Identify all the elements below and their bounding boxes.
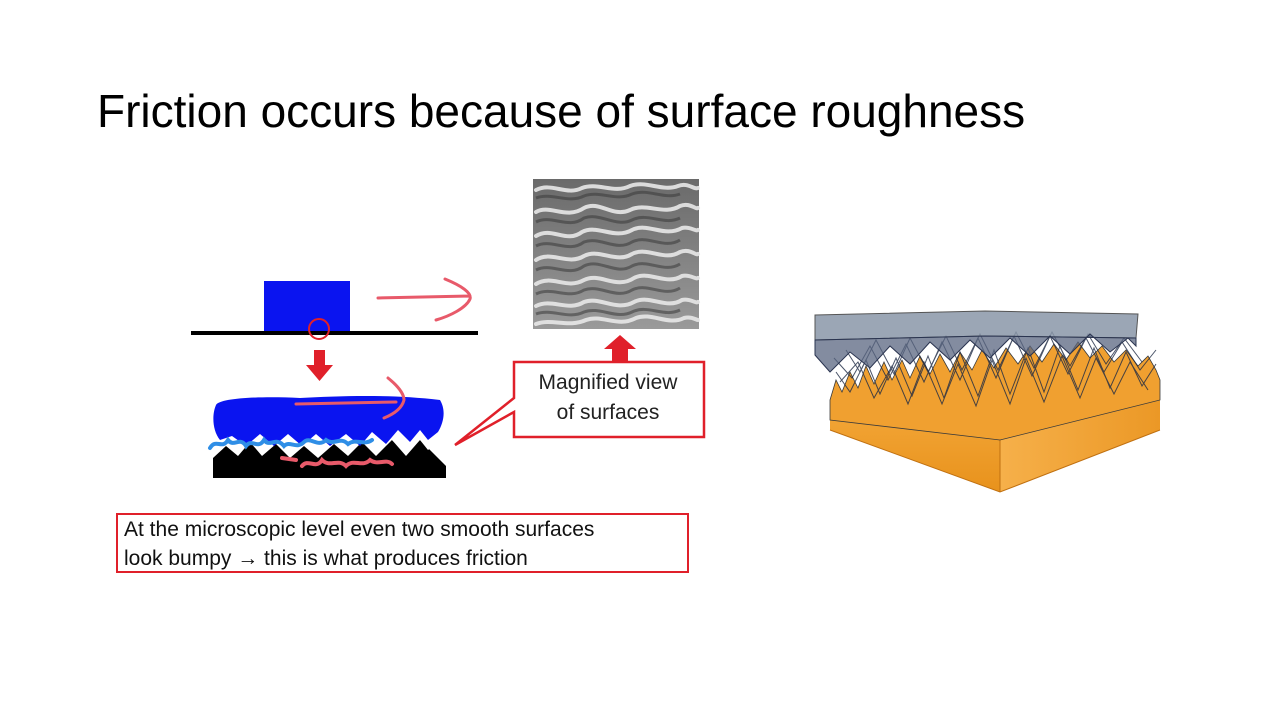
- upper-rough-surface: [213, 396, 444, 446]
- ink-arrow-bottom: [294, 376, 406, 420]
- caption-line-1: At the microscopic level even two smooth…: [124, 518, 595, 541]
- callout-box: [454, 360, 706, 447]
- zoom-down-arrow-icon: [306, 350, 333, 381]
- caption-line-2: look bumpy → this is what produces frict…: [124, 547, 528, 570]
- magnify-up-arrow-icon: [604, 335, 636, 362]
- ink-scribble-blue: [208, 436, 374, 450]
- callout-label: Magnified view of surfaces: [514, 368, 702, 428]
- sem-magnified-image: [533, 179, 700, 329]
- callout-line-1: Magnified view: [538, 371, 678, 394]
- contact-zoom-circle: [308, 318, 330, 340]
- block-on-surface: [191, 281, 478, 340]
- caption-box: [116, 513, 689, 573]
- blue-block: [264, 281, 350, 332]
- slide-title: Friction occurs because of surface rough…: [97, 85, 1026, 137]
- upper-block-body: [814, 333, 1137, 373]
- callout-line-2: of surfaces: [556, 401, 660, 424]
- surface-gap: [392, 440, 436, 450]
- ink-scribble-red: [280, 456, 394, 469]
- magnified-contact: [208, 376, 446, 478]
- ink-arrow-top: [376, 277, 472, 322]
- lower-rough-surface: [213, 440, 446, 478]
- rough-surfaces-3d: [814, 310, 1161, 493]
- lower-rough-top: [829, 341, 1161, 441]
